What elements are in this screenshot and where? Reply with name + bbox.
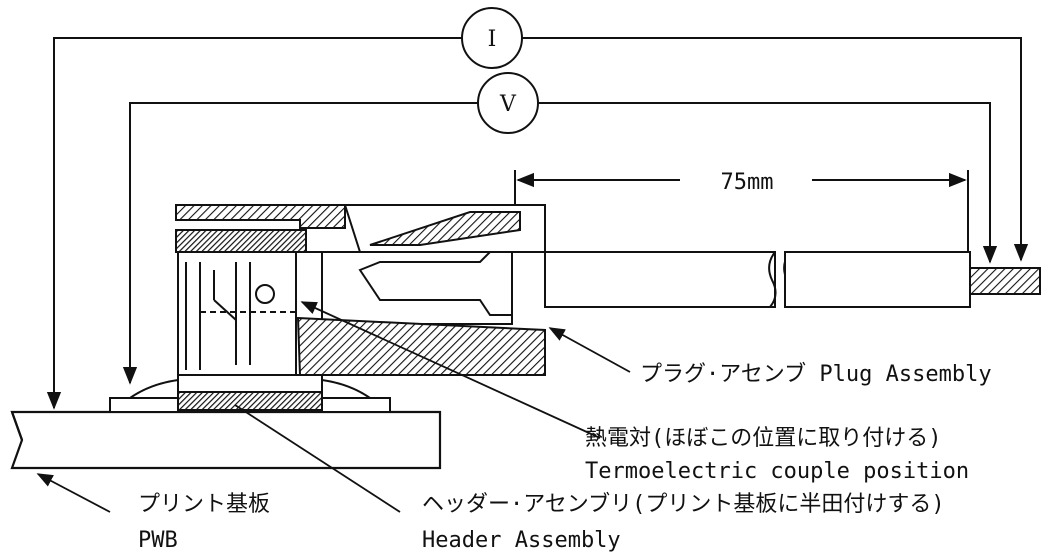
header-assembly-label-jp: ヘッダー·アセンブリ(プリント基板に半田付けする) bbox=[422, 492, 945, 517]
voltage-loop-wire bbox=[122, 102, 998, 385]
leader-lines bbox=[36, 301, 631, 513]
thermocouple-label-en: Termoelectric couple position bbox=[585, 459, 969, 484]
solder-fillet-right bbox=[321, 378, 374, 399]
voltmeter-symbol: V bbox=[477, 72, 539, 134]
printed-wiring-board bbox=[10, 410, 442, 470]
current-loop-wire bbox=[46, 37, 1029, 410]
solder-pad-left bbox=[109, 397, 183, 413]
header-assembly bbox=[175, 229, 323, 413]
solder-fillet-left bbox=[126, 378, 179, 399]
pwb-label-jp: プリント基板 bbox=[138, 492, 270, 517]
pwb-label-en: PWB bbox=[138, 528, 178, 553]
voltmeter-label: V bbox=[499, 92, 517, 117]
dimension-label: 75mm bbox=[721, 170, 774, 195]
plug-assembly-label: プラグ·アセンブ Plug Assembly bbox=[640, 362, 992, 387]
solder-pad-right bbox=[317, 397, 391, 413]
dimension-75mm bbox=[514, 170, 969, 255]
plug-assembly bbox=[175, 204, 1041, 376]
thermocouple-label-jp: 熱電対(ほぼこの位置に取り付ける) bbox=[585, 426, 942, 451]
ammeter-symbol: I bbox=[461, 7, 523, 69]
ammeter-label: I bbox=[488, 27, 497, 52]
header-assembly-label-en: Header Assembly bbox=[422, 528, 621, 553]
